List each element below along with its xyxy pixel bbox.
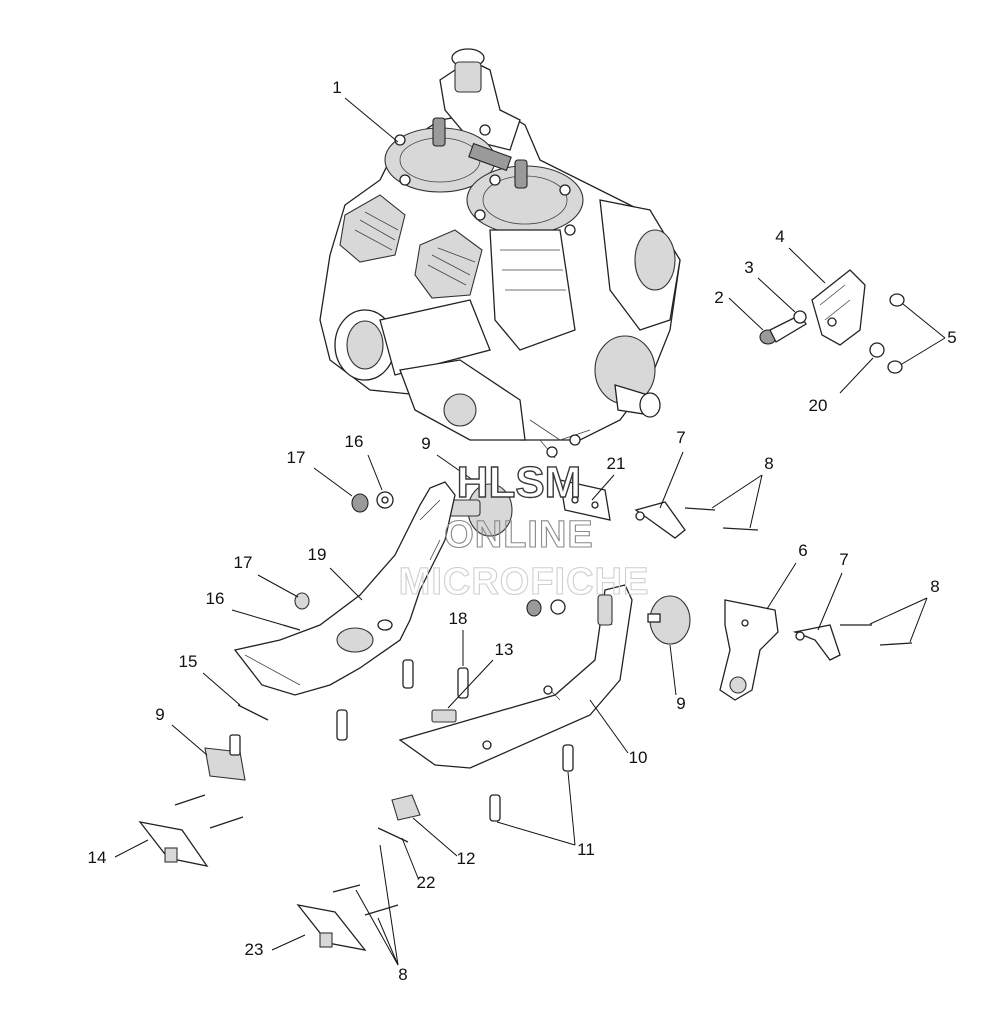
callout-1: 1	[332, 78, 341, 97]
rivet-23-b[interactable]	[364, 904, 399, 916]
nut-10[interactable]	[526, 599, 542, 617]
callout-7: 7	[839, 550, 848, 569]
bolt-11-a[interactable]	[562, 744, 574, 772]
callout-16: 16	[206, 589, 225, 608]
isolator-9-right[interactable]	[647, 595, 691, 645]
leader-lines	[114, 97, 946, 966]
callout-2: 2	[714, 288, 723, 307]
callout-17: 17	[234, 553, 253, 572]
nut-17-upper[interactable]	[351, 493, 369, 513]
callout-5: 5	[947, 328, 956, 347]
spacer-13[interactable]	[431, 709, 457, 723]
watermark-line-2: ONLINE	[444, 514, 594, 556]
callout-8: 8	[930, 577, 939, 596]
mount-bracket-4[interactable]	[811, 269, 866, 346]
plate-23[interactable]	[296, 904, 367, 951]
link-7-upper[interactable]	[634, 501, 686, 539]
callout-23: 23	[245, 940, 264, 959]
washer-16-lower[interactable]	[282, 624, 301, 631]
bolt-under-19-b[interactable]	[336, 709, 348, 741]
callout-3: 3	[744, 258, 753, 277]
engine-assembly[interactable]	[319, 48, 681, 459]
callout-21: 21	[607, 454, 626, 473]
rivet-8-lower-b[interactable]	[879, 642, 913, 646]
callout-15: 15	[179, 652, 198, 671]
watermark-line-3: MICROFICHE	[399, 561, 650, 603]
callout-9: 9	[676, 694, 685, 713]
plate-14[interactable]	[138, 821, 209, 867]
link-7-lower[interactable]	[792, 624, 841, 661]
watermark: HLSM ONLINE MICROFICHE	[398, 457, 650, 603]
callout-10: 10	[629, 748, 648, 767]
nut-3[interactable]	[793, 310, 807, 324]
shim-15[interactable]	[237, 704, 269, 721]
callout-12: 12	[457, 849, 476, 868]
callout-9: 9	[155, 705, 164, 724]
bolt-18[interactable]	[457, 667, 469, 699]
shim-22[interactable]	[377, 827, 409, 843]
bolt-5a[interactable]	[889, 293, 905, 307]
bolt-under-19-a[interactable]	[402, 659, 414, 689]
engine-mount-19[interactable]	[233, 481, 456, 696]
callout-14: 14	[88, 848, 107, 867]
bolt-11-b[interactable]	[489, 794, 501, 822]
callout-11: 11	[577, 840, 595, 859]
plate-21[interactable]	[559, 479, 611, 521]
spacer-20[interactable]	[869, 342, 885, 358]
callout-22: 22	[417, 873, 436, 892]
callout-13: 13	[495, 640, 514, 659]
torque-link-6[interactable]	[719, 599, 779, 701]
rivet-8-upper-b[interactable]	[722, 527, 759, 531]
rivet-23-a[interactable]	[332, 884, 361, 893]
rivet-14-a[interactable]	[174, 794, 206, 806]
watermark-line-1: HLSM	[457, 458, 582, 507]
callout-8: 8	[764, 454, 773, 473]
callout-9: 9	[421, 434, 430, 453]
callout-19: 19	[308, 545, 327, 564]
bolt-5b[interactable]	[887, 360, 903, 374]
isolator-9-lower-left[interactable]	[204, 734, 246, 781]
callout-7: 7	[676, 428, 685, 447]
callout-8: 8	[398, 965, 407, 984]
washer-16-upper[interactable]	[376, 491, 394, 509]
callout-20: 20	[809, 396, 828, 415]
callout-4: 4	[775, 227, 784, 246]
callout-18: 18	[449, 609, 468, 628]
rivet-14-b[interactable]	[209, 816, 244, 829]
mount-bracket-10[interactable]	[398, 584, 633, 769]
rivet-8-upper-a[interactable]	[684, 507, 716, 511]
washer-10[interactable]	[550, 599, 566, 615]
callout-6: 6	[798, 541, 807, 560]
isolator-12[interactable]	[391, 794, 421, 821]
callout-17: 17	[287, 448, 306, 467]
nut-17-lower[interactable]	[294, 592, 310, 610]
callout-16: 16	[345, 432, 364, 451]
